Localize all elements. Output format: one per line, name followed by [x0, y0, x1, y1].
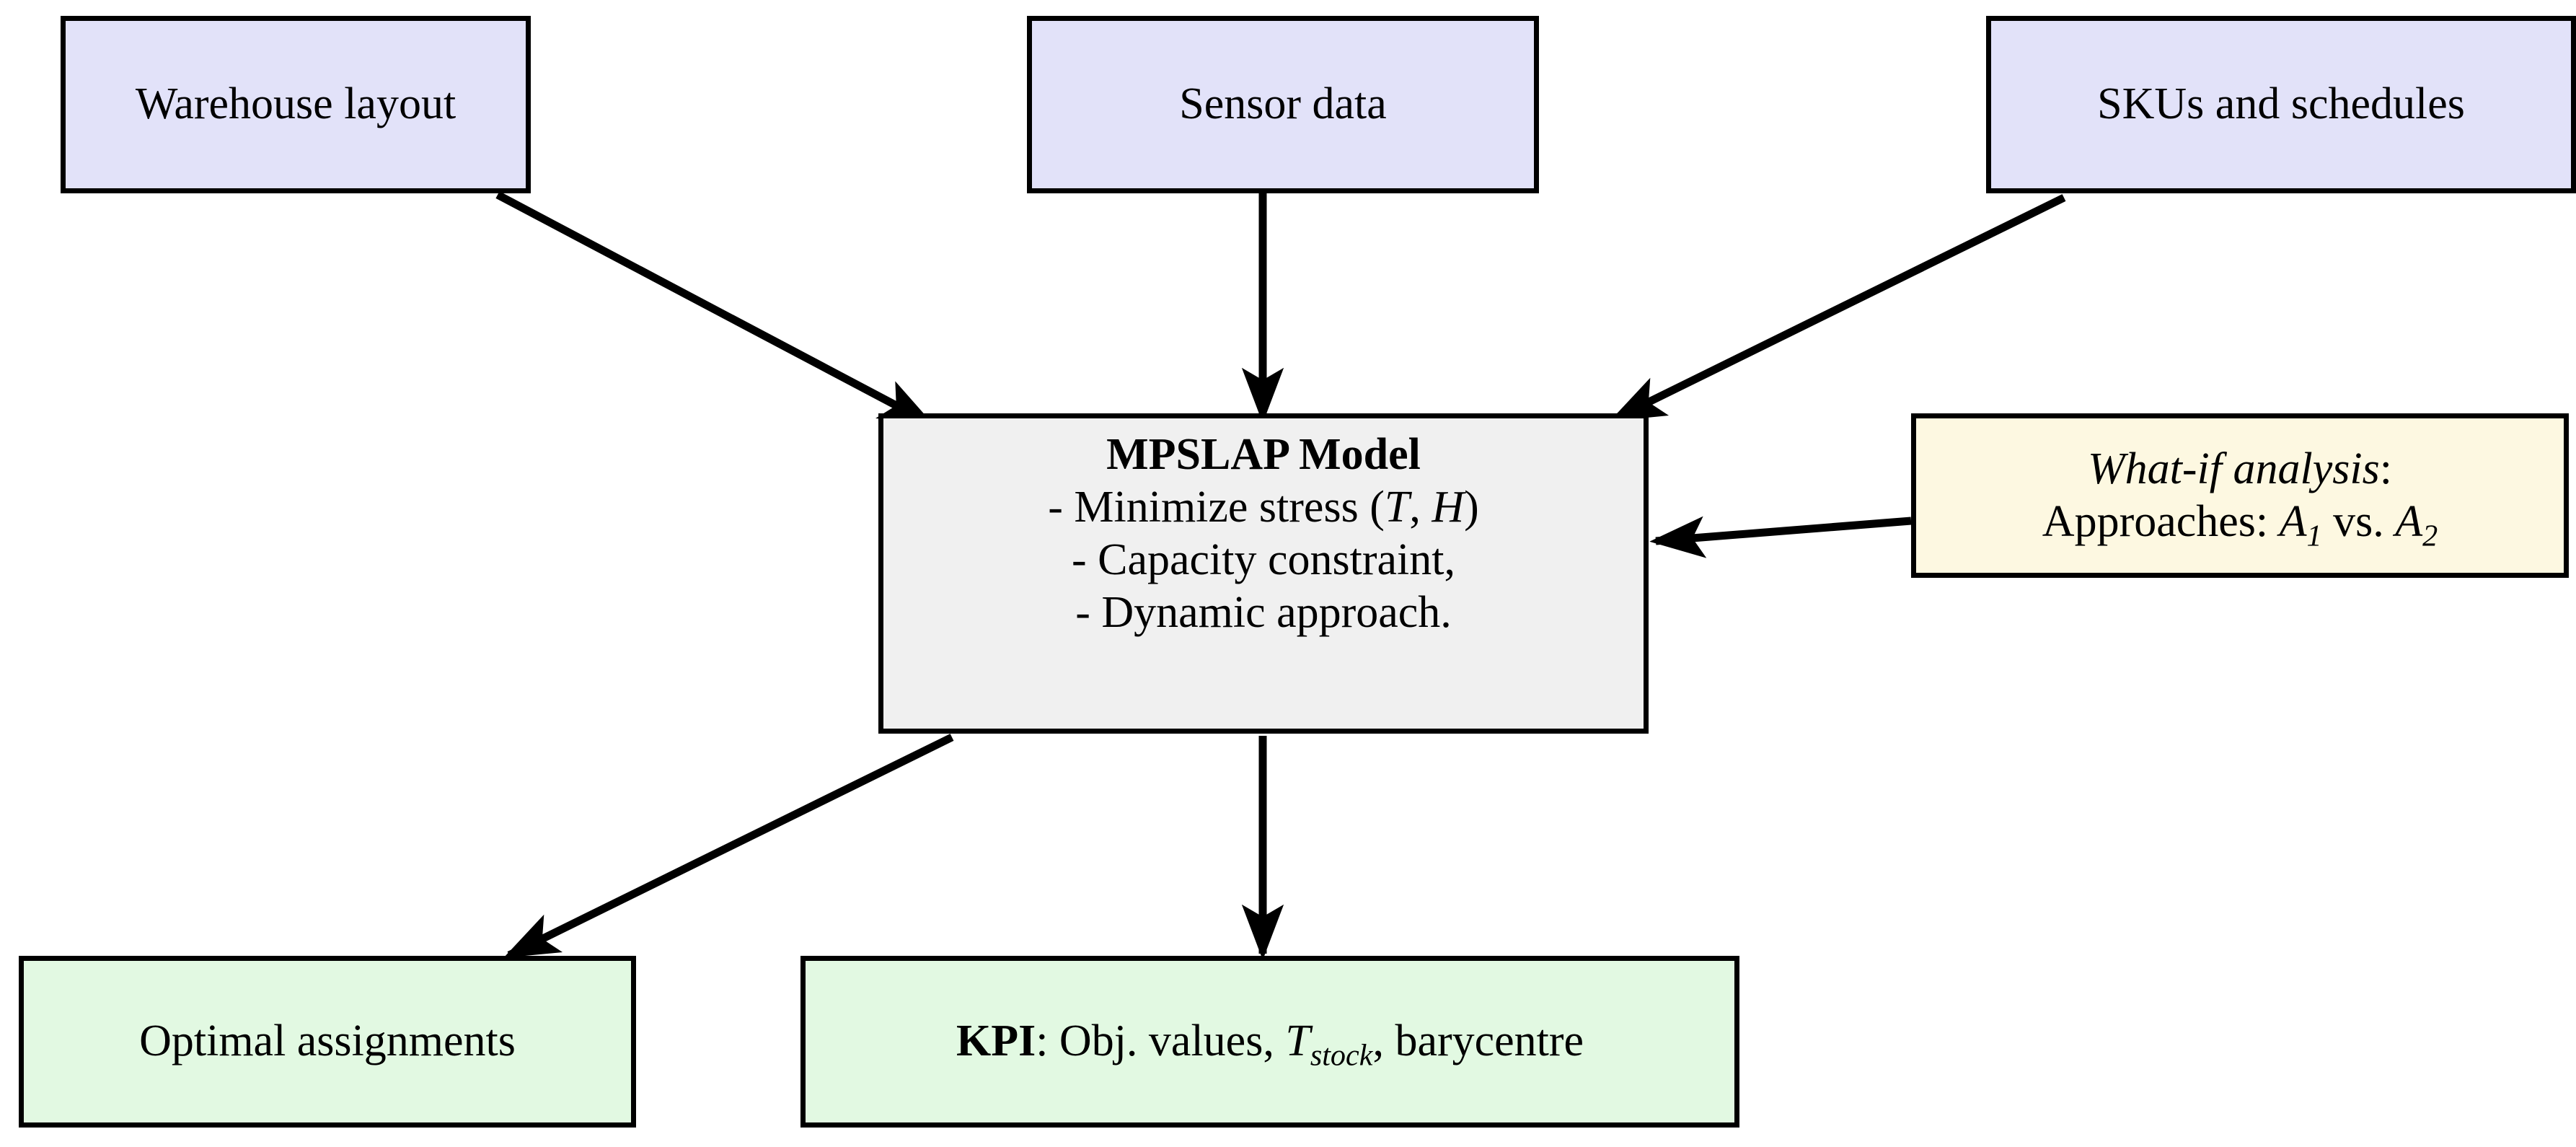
node-mpslap-model-bullet-2: - Capacity constraint,: [1072, 535, 1455, 585]
node-sensor-data[interactable]: Sensor data: [1027, 16, 1539, 193]
node-sensor-data-label: Sensor data: [1179, 79, 1387, 129]
node-optimal-assignments[interactable]: Optimal assignments: [19, 956, 636, 1128]
edge-model-to-optimal: [503, 734, 954, 959]
node-what-if-analysis-line-2: Approaches: A1 vs. A2: [2042, 497, 2438, 553]
edge-whatif-to-model: [1649, 516, 1912, 558]
node-kpi[interactable]: KPI: Obj. values, Tstock, barycentre: [800, 956, 1739, 1128]
node-mpslap-model-bullet-1: - Minimize stress (T, H): [1048, 483, 1479, 532]
node-warehouse-layout-label: Warehouse layout: [135, 79, 456, 129]
math-var-A2: A: [2395, 497, 2423, 546]
node-warehouse-layout[interactable]: Warehouse layout: [61, 16, 531, 193]
math-var-T: T: [1384, 483, 1410, 532]
node-optimal-assignments-label: Optimal assignments: [139, 1016, 516, 1066]
node-what-if-analysis-line-1: What-if analysis:: [2088, 444, 2392, 493]
math-var-Tstock: T: [1285, 1016, 1310, 1066]
node-mpslap-model[interactable]: MPSLAP Model - Minimize stress (T, H) - …: [878, 413, 1649, 734]
node-kpi-label: KPI: Obj. values, Tstock, barycentre: [956, 1016, 1584, 1073]
math-var-H: H: [1432, 483, 1465, 532]
edge-skus-to-model: [1610, 194, 2066, 422]
edge-warehouse-to-model: [495, 191, 935, 426]
node-skus-and-schedules-label: SKUs and schedules: [2097, 79, 2465, 129]
node-kpi-prefix: KPI: [956, 1016, 1036, 1066]
node-mpslap-model-title: MPSLAP Model: [1106, 430, 1421, 479]
node-mpslap-model-bullet-3: - Dynamic approach.: [1075, 588, 1452, 638]
node-what-if-analysis[interactable]: What-if analysis: Approaches: A1 vs. A2: [1911, 413, 2569, 578]
node-skus-and-schedules[interactable]: SKUs and schedules: [1986, 16, 2576, 193]
math-var-A1: A: [2279, 497, 2307, 546]
